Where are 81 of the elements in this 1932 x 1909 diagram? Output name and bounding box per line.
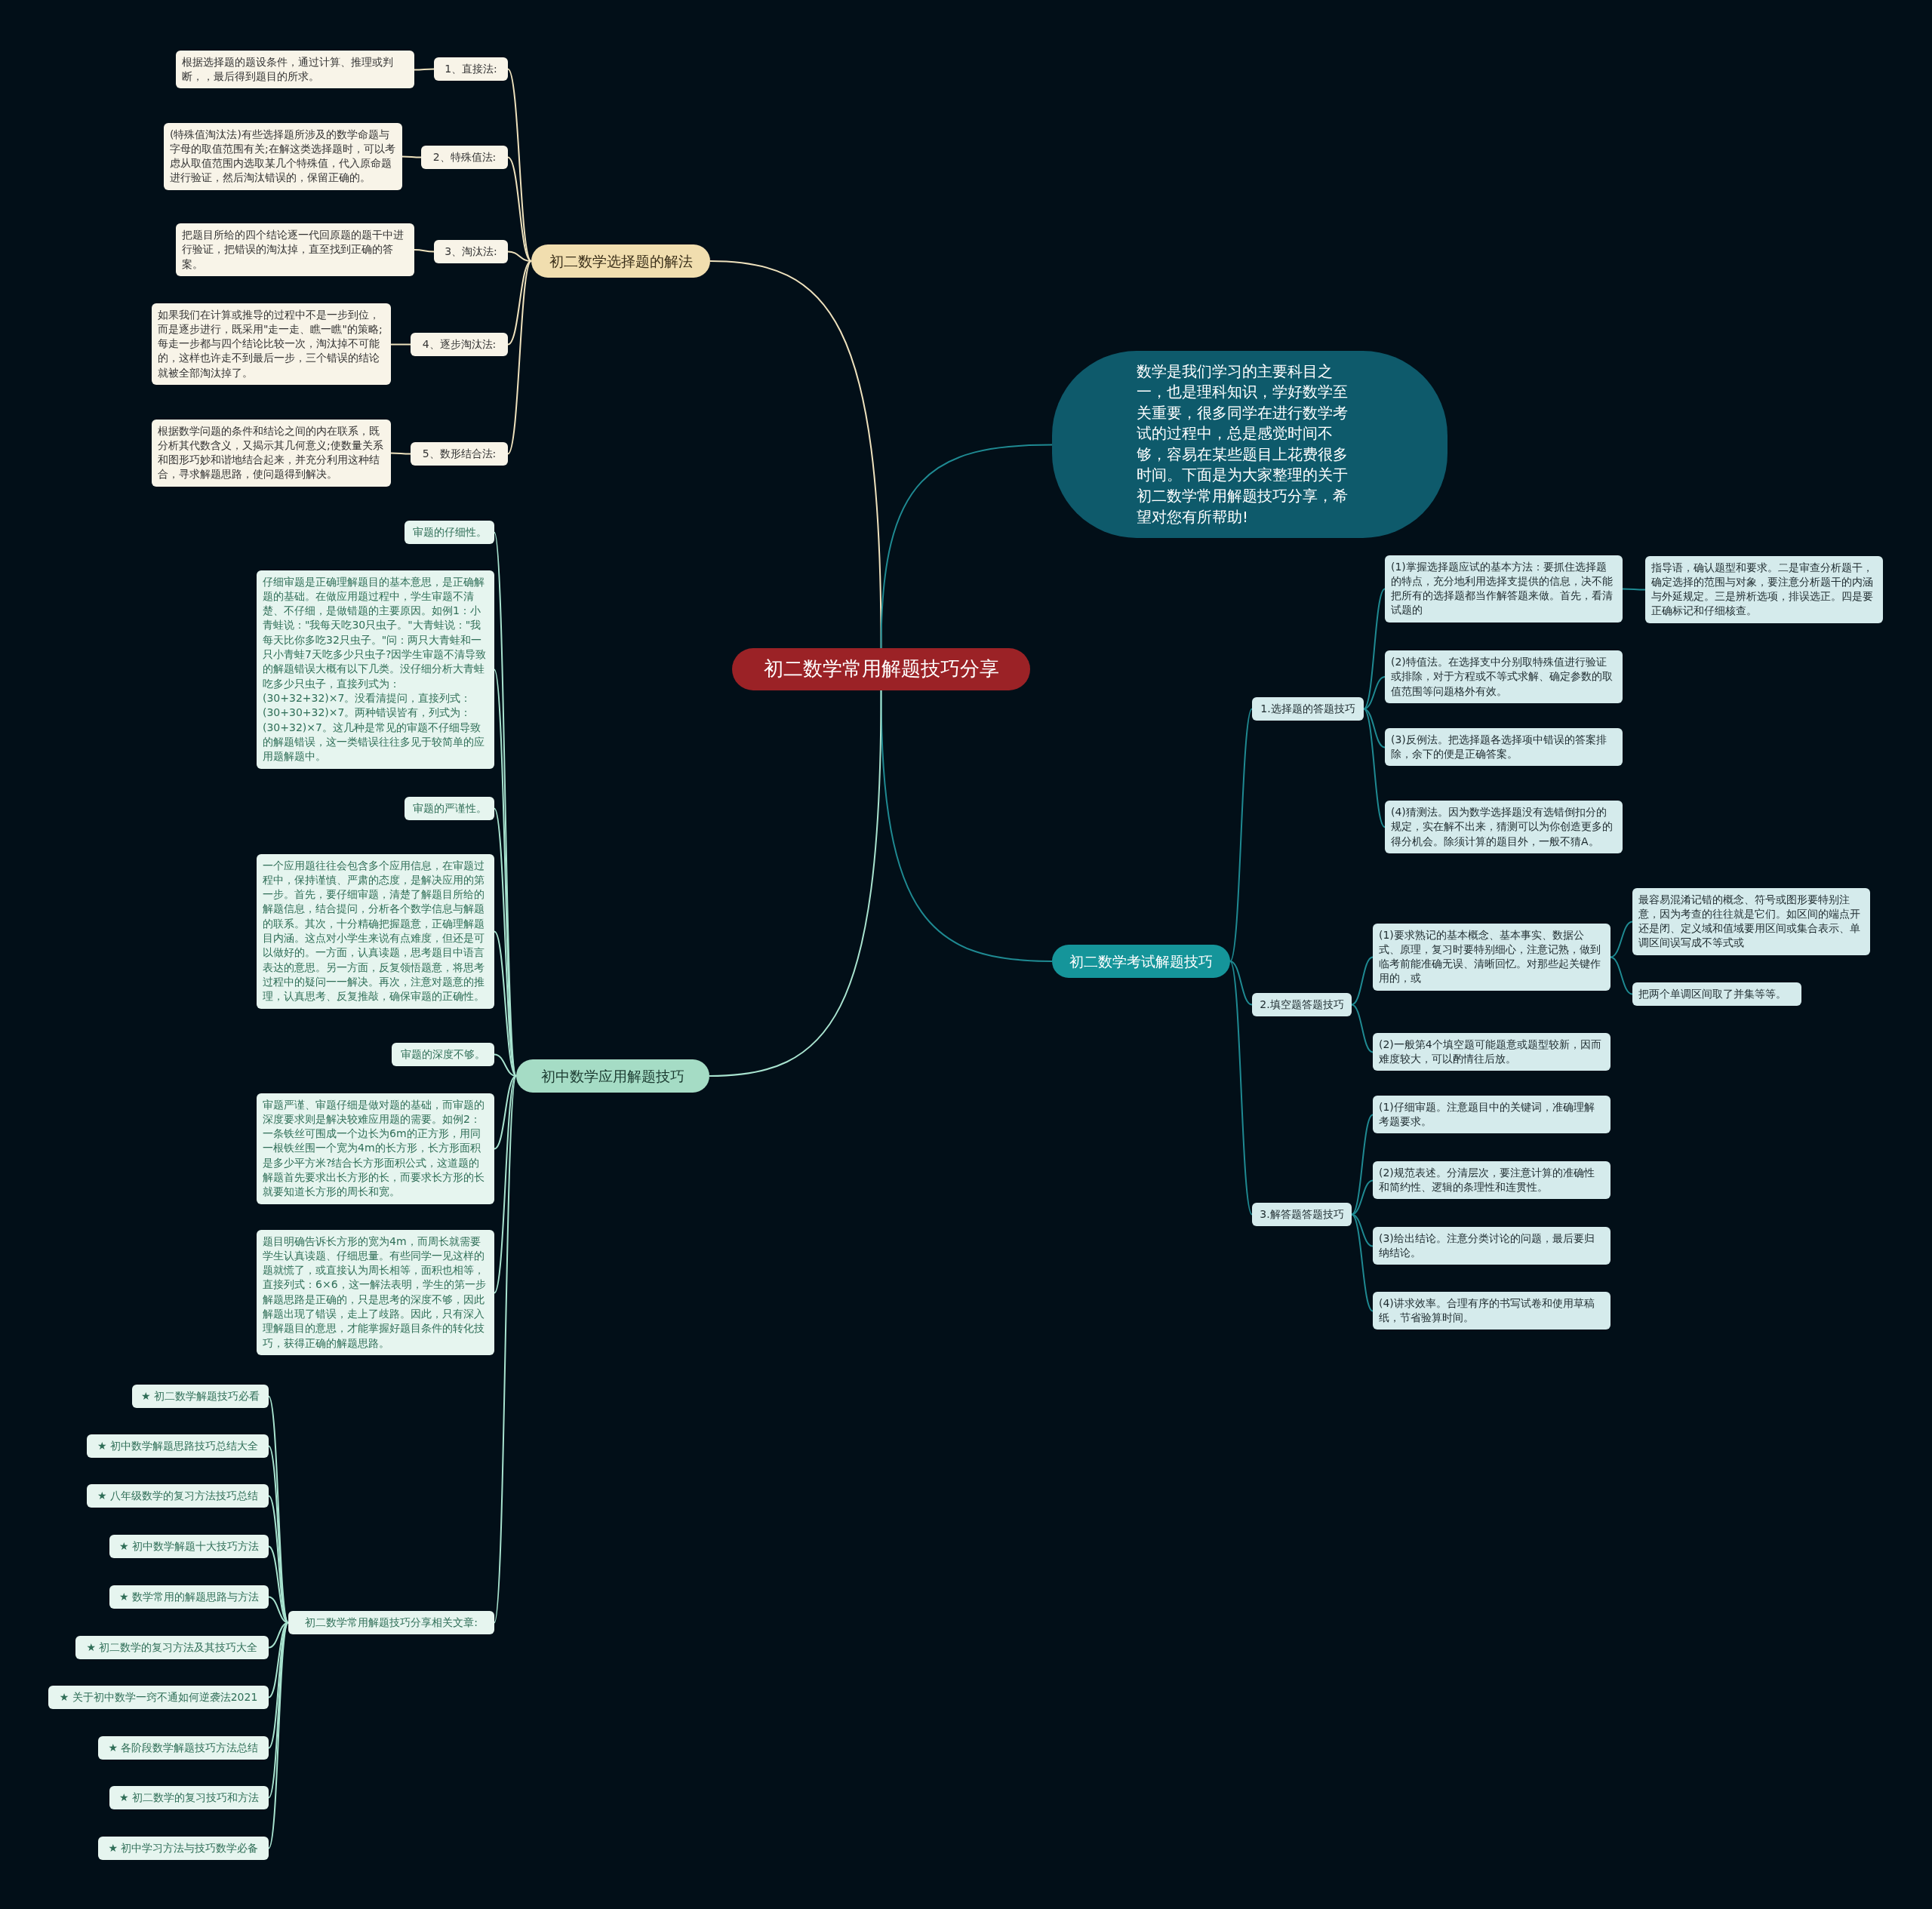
connector-line: [1363, 708, 1386, 828]
connector-line: [414, 249, 435, 253]
connector-line: [1622, 588, 1646, 591]
note-box: (2)一般第4个填空题可能题意或题型较新，因而难度较大，可以酌情往后放。: [1373, 1032, 1611, 1071]
link-item: ★ 关于初中数学一窍不通如何逆袭法2021: [48, 1685, 269, 1709]
note-box: 根据选择题的题设条件，通过计算、推理或判断，，最后得到题目的所求。: [176, 50, 414, 89]
connector-line: [507, 251, 532, 262]
subtopic-box: 4、逐步淘汰法:: [411, 332, 508, 356]
connector-line: [1610, 921, 1633, 958]
subtopic-box: 3、淘汰法:: [434, 239, 508, 263]
subtopic-box: 5、数形结合法:: [411, 441, 508, 466]
note-box: 题目明确告诉长方形的宽为4m，而周长就需要学生认真读题、仔细思量。有些同学一见这样的题就慌了，或直接认为周长相等，面积也相等，直接列式：6×6，这一解法表明，学生的第一步解题思路是正确的，只是思考的深度不够，因此解题出现了错误，走上了歧路。因此，只有深入理解题目的意思，才能掌握好题目条件的转化技巧，获得正确的解题思路。: [257, 1229, 494, 1355]
connector-line: [507, 260, 532, 346]
subtopic-box: 1、直接法:: [434, 57, 508, 81]
note-box: 最容易混淆记错的概念、符号或图形要特别注意，因为考查的往往就是它们。如区间的端点开还是闭、定义域和值域要用区间或集合表示、单调区间误写成不等式或: [1632, 887, 1870, 955]
connector-line: [1351, 1004, 1374, 1053]
branch-topic: 初中数学应用解题技巧: [516, 1059, 709, 1093]
note-box: (特殊值淘汰法)有些选择题所涉及的数学命题与字母的取值范围有关;在解这类选择题时，可以考虑从取值范围内选取某几个特殊值，代入原命题进行验证，然后淘汰错误的，保留正确的。: [164, 122, 402, 190]
connector-line: [1351, 1114, 1374, 1216]
connector-line: [507, 260, 532, 455]
subtopic-box: 3.解答题答题技巧: [1252, 1202, 1352, 1226]
connector-line: [1363, 708, 1386, 749]
connector-line: [1610, 956, 1633, 995]
connector-line: [494, 930, 517, 1077]
connector-line: [390, 452, 411, 455]
connector-line: [494, 1075, 517, 1294]
link-item: ★ 初中数学解题十大技巧方法: [109, 1534, 269, 1558]
note-box: (2)规范表述。分清层次，要注意计算的准确性和简约性、逻辑的条理性和连贯性。: [1373, 1160, 1611, 1200]
subtopic-box: 2.填空题答题技巧: [1252, 992, 1352, 1016]
connector-line: [709, 690, 882, 1077]
connector-line: [1229, 961, 1253, 1216]
link-item: ★ 初中学习方法与技巧数学必备: [98, 1836, 269, 1860]
note-box: (1)仔细审题。注意题目中的关键词，准确理解考题要求。: [1373, 1095, 1611, 1134]
intro-bubble: 数学是我们学习的主要科目之一，也是理科知识，学好数学至关重要，很多同学在进行数学考试的过程中，总是感觉时间不够，容易在某些题目上花费很多时间。下面是为大家整理的关于初二数学常用解题技巧分享，希望对您有所帮助!: [1052, 350, 1447, 539]
note-box: 把两个单调区间取了并集等等。: [1632, 982, 1801, 1006]
connector-line: [880, 444, 1053, 649]
subtopic-box: 审题的深度不够。: [392, 1042, 494, 1066]
link-item: ★ 八年级数学的复习方法技巧总结: [87, 1483, 269, 1508]
connector-line: [1363, 676, 1386, 710]
link-item: ★ 初中数学解题思路技巧总结大全: [87, 1434, 269, 1458]
central-topic: 初二数学常用解题技巧分享: [732, 648, 1030, 690]
connector-line: [414, 68, 435, 71]
link-item: ★ 初二数学的复习技巧和方法: [109, 1785, 269, 1809]
connector-line: [494, 1075, 517, 1150]
note-box: (3)反例法。把选择题各选择项中错误的答案排除，余下的便是正确答案。: [1385, 727, 1623, 767]
link-item: ★ 各阶段数学解题技巧方法总结: [98, 1735, 269, 1760]
connector-line: [507, 156, 532, 262]
connector-line: [880, 690, 1053, 962]
connector-line: [494, 1075, 517, 1624]
connector-line: [390, 343, 411, 346]
note-box: (1)要求熟记的基本概念、基本事实、数据公式、原理，复习时要特别细心，注意记熟，做到临考前能准确无误、清晰回忆。对那些起关键作用的，或: [1373, 923, 1611, 991]
subtopic-box: 审题的严谨性。: [405, 796, 494, 820]
note-box: 指导语，确认题型和要求。二是审查分析题干，确定选择的范围与对象，要注意分析题干的内涵与外延规定。三是辨析选项，排误选正。四是要正确标记和仔细核查。: [1645, 555, 1883, 623]
subtopic-box: 2、特殊值法:: [421, 145, 508, 169]
note-box: 根据数学问题的条件和结论之间的内在联系，既分析其代数含义，又揭示其几何意义;使数量关系和图形巧妙和谐地结合起来，并充分利用这种结合，寻求解题思路，使问题得到解决。: [152, 419, 391, 487]
connector-line: [1363, 588, 1386, 710]
note-box: (2)特值法。在选择支中分别取特殊值进行验证或排除，对于方程或不等式求解、确定参数的取值范围等问题格外有效。: [1385, 650, 1623, 703]
branch-topic: 初二数学选择题的解法: [531, 244, 710, 278]
note-box: (1)掌握选择题应试的基本方法：要抓住选择题的特点，充分地利用选择支提供的信息，决不能把所有的选择题都当作解答题来做。首先，看清试题的: [1385, 555, 1623, 622]
connector-line: [494, 1053, 517, 1077]
connector-line: [1351, 1213, 1374, 1312]
link-item: ★ 数学常用的解题思路与方法: [109, 1585, 269, 1609]
subtopic-box: 审题的仔细性。: [405, 520, 494, 544]
branch-topic: 初二数学考试解题技巧: [1052, 945, 1230, 979]
subtopic-box: 1.选择题的答题技巧: [1252, 696, 1364, 721]
connector-line: [401, 155, 422, 158]
subtopic-box: 初二数学常用解题技巧分享相关文章:: [288, 1610, 494, 1634]
connector-line: [1351, 956, 1374, 1006]
connector-line: [1351, 1179, 1374, 1216]
note-box: 如果我们在计算或推导的过程中不是一步到位，而是逐步进行，既采用"走一走、瞧一瞧"的策略;每走一步都与四个结论比较一次，淘汰掉不可能的，这样也许走不到最后一步，三个错误的结论就被全部淘汰掉了。: [152, 303, 391, 386]
note-box: 仔细审题是正确理解题目的基本意思，是正确解题的基础。在做应用题过程中，学生审题不清楚、不仔细，是做错题的主要原因。如例1：小青蛙说："我每天吃30只虫子。"大青蛙说："我每天比你多吃32只虫子。"问：两只大青蛙和一只小青蛙7天吃多少只虫子?因学生审题不清导致的解题错误大概有以下几类。没仔细分析大青蛙吃多少只虫子，直接列式为：(30+32+32)×7。没看清提问，直接列式：(30+30+32)×7。两种错误皆有，列式为：(30+32)×7。这几种是常见的审题不仔细导致的解题错误，这一类错误往往多见于较简单的应用题解题中。: [257, 570, 494, 769]
note-box: 把题目所给的四个结论逐一代回原题的题干中进行验证，把错误的淘汰掉，直至找到正确的答案。: [176, 223, 414, 276]
link-item: ★ 初二数学解题技巧必看: [132, 1384, 269, 1408]
connector-line: [1229, 961, 1253, 1006]
note-box: (3)给出结论。注意分类讨论的问题，最后要归纳结论。: [1373, 1226, 1611, 1265]
note-box: (4)讲求效率。合理有序的书写试卷和使用草稿纸，节省验算时间。: [1373, 1291, 1611, 1330]
connector-line: [1229, 708, 1253, 962]
note-box: 审题严谨、审题仔细是做对题的基础，而审题的深度要求则是解决较难应用题的需要。如例2：一条铁丝可围成一个边长为6m的正方形，用同一根铁丝围一个宽为4m的长方形，长方形面积是多少平方米?结合长方形面积公式，这道题的解题首先要求出长方形的长，而要求长方形的长就要知道长方形的周长和宽。: [257, 1093, 494, 1204]
note-box: (4)猜测法。因为数学选择题没有选错倒扣分的规定，实在解不出来，猜测可以为你创造更多的得分机会。除须计算的题目外，一般不猜A。: [1385, 801, 1623, 853]
note-box: 一个应用题往往会包含多个应用信息，在审题过程中，保持谨慎、严肃的态度，是解决应用的第一步。首先，要仔细审题，清楚了解题目所给的解题信息，结合提问，分析各个数学信息与解题的联系。其次，十分精确把握题意，正确理解题目内涵。这点对小学生来说有点难度，但还是可以做好的。一方面，认真读题，思考题目中语言表达的意思。另一方面，反复领悟题意，将思考过程中的疑问一一解决。再次，注意对题意的推理，认真思考、反复推敲，确保审题的正确性。: [257, 853, 494, 1009]
link-item: ★ 初二数学的复习方法及其技巧大全: [75, 1635, 269, 1659]
